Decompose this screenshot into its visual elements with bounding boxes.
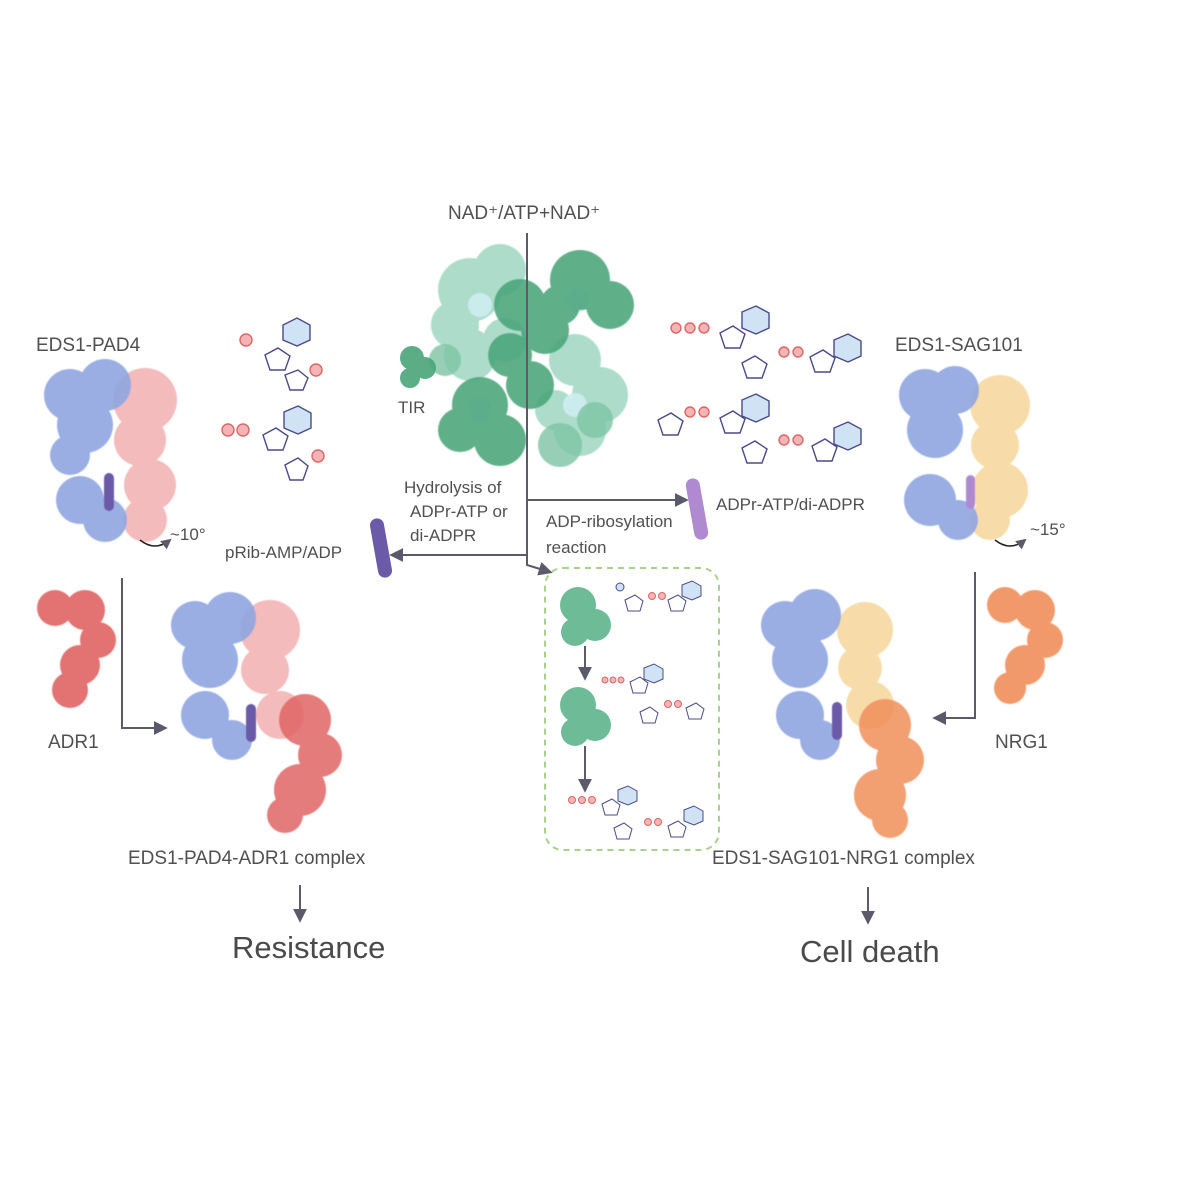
arrow-adr1-to-complex	[121, 578, 168, 735]
eds1-pad4-adr1-complex-structure	[171, 592, 342, 833]
arrow-nrg1-to-complex	[932, 572, 976, 725]
label-hydrolysis-3: di-ADPR	[410, 526, 477, 545]
rotation-arrow-left	[139, 538, 172, 550]
label-eds1-sag101: EDS1-SAG101	[895, 335, 1023, 356]
label-adpr-atp: ADPr-ATP/di-ADPR	[716, 495, 865, 514]
small-molecule-ADPr-ATP	[670, 305, 862, 379]
arrow-to-reaction	[526, 555, 553, 576]
pRib-AMP-ligand	[370, 518, 392, 578]
label-hydrolysis-1: Hydrolysis of	[404, 478, 502, 497]
ADPr-ATP-ligand	[685, 478, 709, 540]
small-molecule-di-ADPR	[657, 393, 862, 464]
small-molecule-ADP	[221, 405, 325, 481]
label-adp-ribosylation-2: reaction	[546, 538, 607, 557]
label-angle-left: ~10°	[170, 525, 206, 544]
adr1-protein	[37, 590, 116, 708]
tir-tetramer	[429, 244, 634, 467]
label-tir: TIR	[398, 398, 426, 417]
label-angle-right: ~15°	[1030, 520, 1066, 539]
small-molecule-pRib-AMP	[239, 317, 323, 391]
label-cell-death: Cell death	[800, 934, 940, 969]
tir-monomer	[400, 346, 436, 388]
label-resistance: Resistance	[232, 930, 386, 965]
nrg1-protein	[987, 587, 1063, 704]
reaction-product	[568, 785, 704, 840]
label-adp-ribosylation-1: ADP-ribosylation	[546, 512, 673, 531]
eds1-pad4-heterodimer	[44, 359, 177, 542]
rotation-arrow-right	[994, 538, 1027, 550]
reaction-step-2	[560, 663, 705, 746]
label-complex-left: EDS1-PAD4-ADR1 complex	[128, 848, 366, 869]
reaction-step-1	[560, 580, 702, 646]
adp-ribosylation-box	[544, 567, 720, 851]
label-adr1: ADR1	[48, 732, 99, 753]
label-prib-amp: pRib-AMP/ADP	[225, 543, 343, 562]
label-complex-right: EDS1-SAG101-NRG1 complex	[712, 848, 975, 869]
eds1-sag101-nrg1-complex-structure	[761, 589, 924, 838]
label-nad-atp: NAD⁺/ATP+NAD⁺	[448, 203, 601, 224]
label-hydrolysis-2: ADPr-ATP or	[410, 502, 508, 521]
eds1-sag101-heterodimer	[899, 366, 1030, 540]
label-eds1-pad4: EDS1-PAD4	[36, 335, 141, 356]
label-nrg1: NRG1	[995, 732, 1048, 753]
